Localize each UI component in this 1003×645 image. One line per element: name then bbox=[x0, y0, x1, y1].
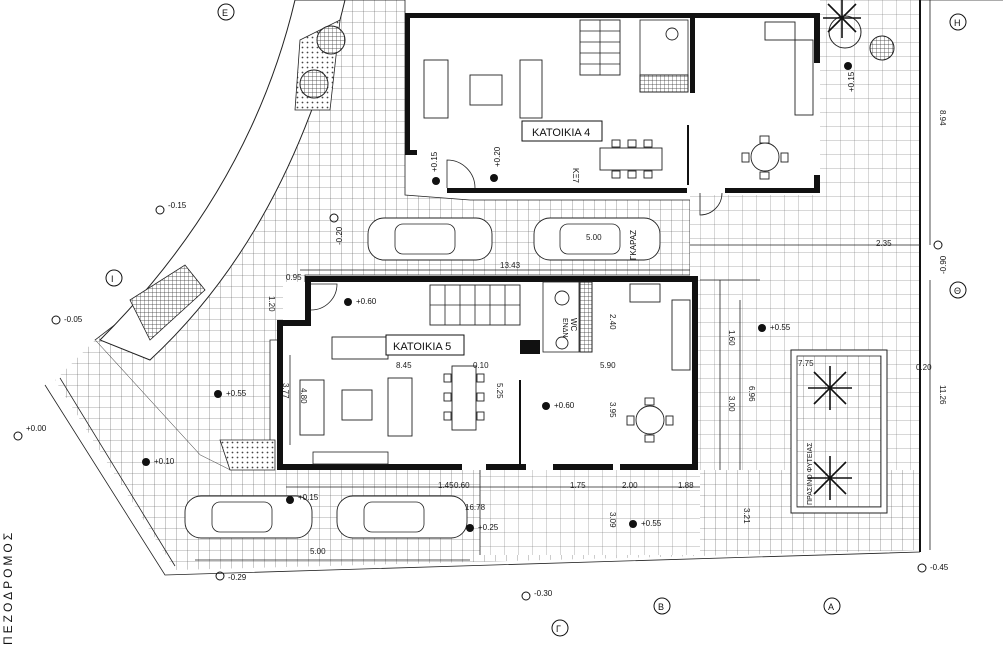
dim-1-45: 1.45 bbox=[438, 481, 454, 490]
dim-7-75: 7.75 bbox=[798, 359, 814, 368]
dim-1-20: 1.20 bbox=[267, 296, 276, 312]
level-driveway: -0.20 bbox=[335, 226, 344, 245]
section-marker-e: Ε bbox=[222, 8, 228, 18]
dim-1-88: 1.88 bbox=[678, 481, 694, 490]
plan-text: ΚΑΤΟΙΚΙΑ 4 ΚΑΤΟΙΚΙΑ 5 ΓΚΑΡΑΖ WC ΕΝΔΝ ΚΞ7… bbox=[1, 3, 967, 645]
level-terrace-right: +0.55 bbox=[770, 323, 791, 332]
section-marker-i: Ι bbox=[111, 274, 114, 284]
level-left-garden: -0.05 bbox=[64, 315, 83, 324]
level-street-south: -0.30 bbox=[534, 589, 553, 598]
level-street-left: +0.00 bbox=[26, 424, 47, 433]
level-east-side: -0.90 bbox=[939, 255, 948, 274]
section-marker-a: Α bbox=[828, 602, 834, 612]
section-markers: Η Θ Ι Β Γ Α Ε bbox=[105, 3, 967, 637]
dim-5-90: 5.90 bbox=[600, 361, 616, 370]
dim-8-45: 8.45 bbox=[396, 361, 412, 370]
kit-label: ΚΞ7 bbox=[571, 168, 580, 184]
level-street-right: -0.45 bbox=[930, 563, 949, 572]
dim-13-43: 13.43 bbox=[500, 261, 521, 270]
level-parking-right: +0.25 bbox=[478, 523, 499, 532]
level-markers: +0.15 +0.20 -0.15 -0.20 +0.60 +0.55 -0.0… bbox=[13, 62, 949, 601]
level-lower-court: +0.10 bbox=[154, 457, 175, 466]
stair-house-5 bbox=[429, 284, 521, 326]
level-south-yard: +0.55 bbox=[641, 519, 662, 528]
garden-strip bbox=[99, 0, 895, 471]
section-marker-b: Β bbox=[658, 602, 664, 612]
house-5-title: ΚΑΤΟΙΚΙΑ 5 bbox=[393, 341, 451, 353]
dim-3-09: 3.09 bbox=[608, 512, 617, 528]
dim-3-95: 3.95 bbox=[608, 402, 617, 418]
section-marker-th: Θ bbox=[954, 286, 961, 296]
section-marker-h: Η bbox=[954, 18, 961, 28]
dim-1-75: 1.75 bbox=[570, 481, 586, 490]
dim-1-60: 1.60 bbox=[727, 330, 736, 346]
level-path-top: -0.15 bbox=[168, 201, 187, 210]
dimension-lines bbox=[195, 0, 1003, 561]
section-marker-g: Γ bbox=[556, 624, 561, 634]
dim-garage: 5.00 bbox=[586, 233, 602, 242]
dim-5-25: 5.25 bbox=[495, 383, 504, 399]
dim-8-94: 8.94 bbox=[938, 110, 947, 126]
dim-2-40: 2.40 bbox=[608, 314, 617, 330]
dim-4-80: 4.80 bbox=[299, 388, 308, 404]
wc-label: WC bbox=[569, 318, 578, 332]
pedestrian-label: ΠΕΖΟΔΡΟΜΟΣ bbox=[1, 530, 15, 645]
house-4-title: ΚΑΤΟΙΚΙΑ 4 bbox=[532, 127, 590, 139]
level-house5-kitchen: +0.60 bbox=[554, 401, 575, 410]
wc-sub-label: ΕΝΔΝ bbox=[561, 318, 568, 337]
house-5-title-box bbox=[385, 334, 465, 356]
dim-3-77: 3.77 bbox=[281, 383, 290, 399]
dim-16-78: 16.78 bbox=[465, 503, 486, 512]
planted-pool-area bbox=[790, 0, 888, 514]
dim-3-21: 3.21 bbox=[742, 508, 751, 524]
level-house4-entry: +0.20 bbox=[493, 146, 502, 167]
level-left-court: +0.55 bbox=[226, 389, 247, 398]
stair-house-4 bbox=[579, 19, 621, 76]
level-house5-entry: +0.60 bbox=[356, 297, 377, 306]
dim-11-26: 11.26 bbox=[938, 385, 947, 405]
level-north-garden: +0.15 bbox=[847, 71, 856, 92]
dim-0-20: 0.20 bbox=[916, 363, 932, 372]
dim-6-96: 6.96 bbox=[747, 386, 756, 402]
house-4 bbox=[405, 13, 820, 216]
house-4-title-box bbox=[521, 120, 603, 142]
dim-0-60: 0.60 bbox=[454, 481, 470, 490]
level-street-mid: -0.29 bbox=[228, 573, 247, 582]
house-5 bbox=[277, 276, 698, 470]
dim-2-35: 2.35 bbox=[876, 239, 892, 248]
dim-3-00: 3.00 bbox=[727, 396, 736, 412]
dim-2-00: 2.00 bbox=[622, 481, 638, 490]
dim-5-00-bottom: 5.00 bbox=[310, 547, 326, 556]
garage-cars bbox=[184, 217, 661, 539]
level-parking: +0.15 bbox=[298, 493, 319, 502]
garage-label: ΓΚΑΡΑΖ bbox=[629, 230, 638, 260]
pool-label: ΠΡΑΣΙΝΟ ΦΥΤΕΙΑΣ bbox=[807, 442, 814, 505]
dim-0-95: 0.95 bbox=[286, 273, 302, 282]
dim-0-10: 0.10 bbox=[473, 361, 489, 370]
level-house4-door: +0.15 bbox=[430, 151, 439, 172]
